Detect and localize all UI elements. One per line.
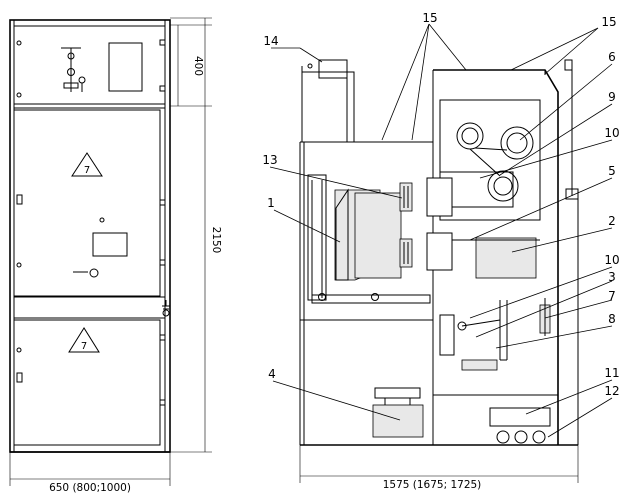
earthing-switch — [439, 314, 455, 356]
label-12: 12 — [604, 384, 619, 398]
circuit-breaker-pole — [354, 192, 402, 279]
warning-symbol-bottom: 7 — [81, 341, 87, 352]
busbar-upper — [500, 126, 534, 160]
voltage-transformer — [372, 404, 424, 438]
lv-box — [301, 71, 355, 143]
warning-symbol-top: 7 — [84, 165, 90, 176]
lower-contact-arm — [399, 238, 413, 268]
warning-triangle-bottom — [68, 327, 100, 353]
label-15-right: 15 — [601, 15, 616, 29]
truck — [311, 294, 431, 304]
label-2: 2 — [608, 214, 616, 228]
bushing-top — [456, 122, 484, 150]
cable-gland-2 — [514, 430, 528, 444]
dim-400: 400 — [192, 56, 204, 76]
inspection-window — [92, 232, 128, 257]
front-panel — [307, 174, 327, 301]
pressure-relief-box — [318, 59, 348, 79]
label-11: 11 — [604, 366, 619, 380]
vt-mount — [374, 387, 421, 399]
cable-terminal — [461, 359, 498, 371]
dim-2150: 2150 — [210, 227, 222, 254]
label-10-bottom: 10 — [604, 253, 619, 267]
label-5: 5 — [608, 164, 616, 178]
leader-lines — [269, 23, 613, 438]
earth-symbol — [162, 300, 170, 317]
cable-gland-1 — [496, 430, 510, 444]
busbar-compartment — [439, 99, 541, 221]
label-15-left: 15 — [422, 11, 437, 25]
label-3: 3 — [608, 270, 616, 284]
dim-1575: 1575 (1675; 1725) — [383, 479, 482, 491]
cabinet-outline — [9, 19, 171, 453]
circuit-breaker-door — [13, 109, 161, 297]
upper-contact-arm — [399, 182, 413, 212]
warning-triangle-top — [71, 152, 103, 177]
cable-gland-3 — [532, 430, 546, 444]
side-view: 1575 (1675; 1725) 15 15 — [262, 11, 619, 491]
cable-clamp — [489, 407, 551, 427]
label-7: 7 — [608, 289, 616, 303]
lower-spout — [426, 232, 453, 271]
upper-spout — [426, 177, 453, 217]
lv-window — [108, 42, 143, 92]
indicator-symbol — [61, 47, 86, 92]
label-6: 6 — [608, 50, 616, 64]
cable-compartment-door — [13, 319, 161, 446]
label-10-top: 10 — [604, 126, 619, 140]
label-8: 8 — [608, 312, 616, 326]
label-1: 1 — [267, 196, 275, 210]
dim-650: 650 (800;1000) — [49, 482, 131, 494]
hinge — [16, 194, 23, 205]
label-13: 13 — [262, 153, 277, 167]
operating-handle — [89, 268, 99, 278]
front-view: 7 7 400 — [9, 17, 222, 494]
label-9: 9 — [608, 90, 616, 104]
rear-housing — [433, 69, 559, 445]
label-4: 4 — [268, 367, 276, 381]
current-transformer — [475, 237, 537, 279]
label-14: 14 — [263, 34, 278, 48]
